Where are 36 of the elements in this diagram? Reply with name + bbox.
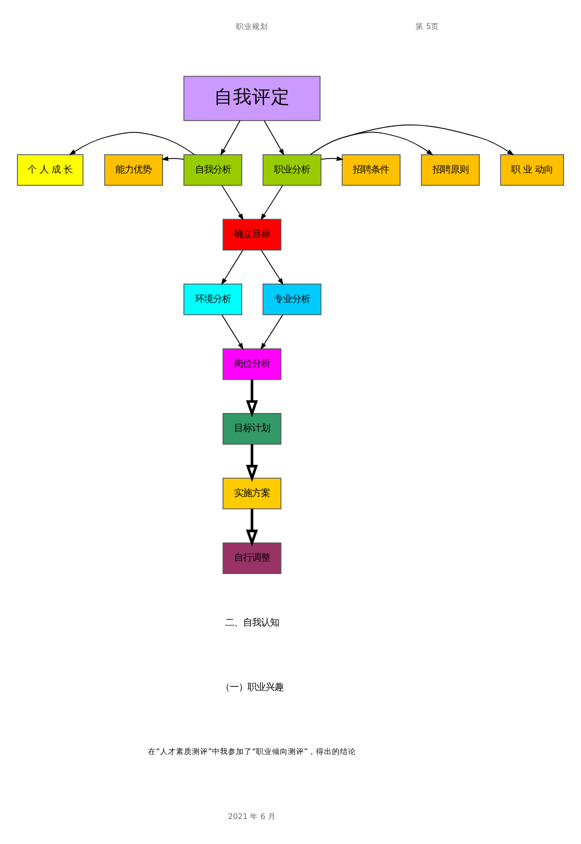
node-box: 职业分析: [262, 154, 322, 186]
arrow: [246, 508, 258, 547]
label: 二、自我认知: [224, 618, 279, 628]
arrow: [221, 185, 244, 220]
arrow: [161, 156, 184, 162]
node-box: 自我分析: [183, 154, 242, 186]
arrow: [68, 132, 195, 156]
arrow: [246, 380, 258, 418]
node-box: 自行调整: [222, 542, 282, 574]
node-box: 确立目标: [222, 218, 282, 250]
arrow: [246, 444, 258, 482]
arrow: [221, 250, 244, 286]
node-box: 实施方案: [222, 478, 282, 510]
node-box: 个 人 成 长: [16, 154, 84, 186]
node-box: 职 业 动向: [500, 154, 564, 186]
arrow: [260, 250, 284, 286]
node-box: 自我评定: [183, 76, 320, 122]
arrow: [310, 124, 514, 156]
node-box: 招聘条件: [342, 154, 401, 186]
label: 第 5页: [416, 22, 440, 31]
node-box: 能力优势: [104, 154, 163, 186]
node-box: 专业分析: [262, 284, 322, 316]
arrow: [260, 185, 284, 220]
node-box: 岗位分析: [222, 348, 282, 380]
node-box: 目标计划: [222, 413, 282, 445]
label: 2021 年 6 月: [228, 812, 276, 821]
arrow: [264, 120, 284, 156]
node-box: 招聘原则: [420, 154, 480, 186]
label: 职业规划: [236, 22, 268, 31]
node-box: 环境分析: [183, 284, 242, 316]
arrow: [220, 120, 240, 156]
arrow: [221, 314, 244, 350]
arrow: [260, 314, 284, 350]
label: 在“人才素质测评”中我参加了“职业倾向测评”，得出的结论: [148, 747, 356, 756]
label: （一）职业兴趣: [220, 683, 284, 694]
arrow: [320, 156, 344, 162]
